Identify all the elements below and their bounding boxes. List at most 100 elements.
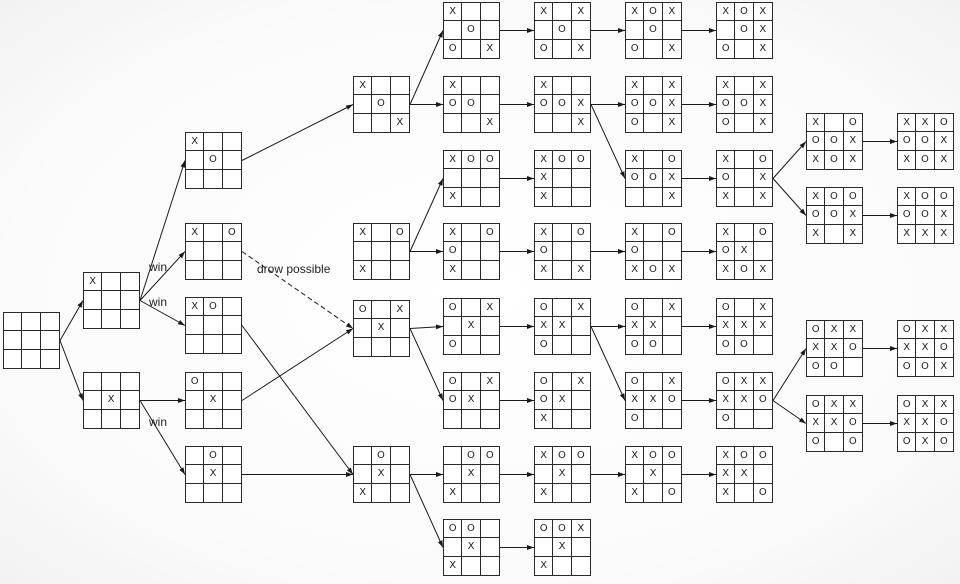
board-cell: X xyxy=(480,373,499,392)
board-cell: O xyxy=(372,95,391,114)
board-cell xyxy=(735,77,754,96)
board-cell xyxy=(444,169,463,188)
board-cell xyxy=(40,313,59,332)
board-cell: X xyxy=(372,319,391,338)
board-cell: X xyxy=(662,299,681,318)
board-cell xyxy=(572,188,590,206)
board-cell xyxy=(644,242,663,261)
board-cell: X xyxy=(626,447,645,466)
board-cell: X xyxy=(916,114,935,133)
board-cell: O xyxy=(444,95,463,114)
board-cell: O xyxy=(553,520,572,539)
board-cell: X xyxy=(807,188,826,207)
board-cell xyxy=(223,261,241,279)
board-cell xyxy=(222,391,241,410)
board-cell xyxy=(663,410,681,428)
board-cell xyxy=(222,151,241,170)
board-cell: X xyxy=(825,339,844,358)
edge-c3-to-d4 xyxy=(241,325,354,475)
board-cell xyxy=(372,301,391,320)
board-cell xyxy=(644,77,663,96)
board-cell xyxy=(186,409,205,428)
board-cell xyxy=(120,391,139,410)
board-cell xyxy=(102,309,121,328)
board-cell xyxy=(372,224,391,243)
board-cell xyxy=(662,465,681,484)
board-cell: X xyxy=(807,414,826,433)
board-cell xyxy=(372,337,391,356)
board-cell: O xyxy=(662,447,681,466)
board-cell xyxy=(735,483,754,502)
edge-b_root-to-b_center xyxy=(59,340,84,401)
board-cell: X xyxy=(898,150,917,169)
board-cell: X xyxy=(577,42,585,54)
board-cell: X xyxy=(807,339,826,358)
board-cell: O xyxy=(807,206,826,225)
board-cell xyxy=(553,299,572,318)
board-cell xyxy=(390,465,409,484)
board-cell: O xyxy=(717,409,736,428)
board-cell: O xyxy=(462,520,481,539)
board-cell xyxy=(481,188,499,206)
board-cell xyxy=(480,538,499,557)
board-cell: O xyxy=(571,447,590,466)
board-cell: X xyxy=(626,224,645,243)
board-cell: O xyxy=(735,335,754,354)
board-cell xyxy=(480,465,499,484)
board-cell xyxy=(462,335,481,354)
board-cell xyxy=(553,373,572,392)
board-cell xyxy=(372,77,391,96)
board-cell: X xyxy=(717,224,736,243)
board-cell: X xyxy=(626,151,645,170)
board-cell xyxy=(186,260,205,279)
board-cell: X xyxy=(626,77,645,96)
board-cell xyxy=(222,298,241,317)
board-cell: O xyxy=(843,114,862,133)
board-cell: O xyxy=(644,169,663,188)
board-cell: O xyxy=(717,39,736,58)
board-cell: O xyxy=(753,224,772,243)
board-cell: X xyxy=(444,483,463,502)
board-cell xyxy=(84,373,103,392)
board-cell: X xyxy=(825,396,844,415)
board-b_corner: X xyxy=(83,272,140,329)
board-cell: O xyxy=(644,95,663,114)
board-cell: X xyxy=(462,538,481,557)
board-cell: X xyxy=(934,321,953,340)
board-cell: X xyxy=(735,391,754,410)
edge-h6-to-i3 xyxy=(772,348,807,401)
board-cell: O xyxy=(934,114,953,133)
board-cell: O xyxy=(807,396,826,415)
board-cell xyxy=(391,261,409,279)
board-cell: O xyxy=(444,391,463,410)
board-cell: X xyxy=(204,465,223,484)
board-cell xyxy=(186,447,205,466)
board-cell xyxy=(354,242,373,261)
board-cell xyxy=(753,465,772,484)
board-cell xyxy=(644,39,663,58)
board-cell xyxy=(186,391,205,410)
board-cell: O xyxy=(825,150,844,169)
board-cell xyxy=(571,465,590,484)
board-cell xyxy=(480,21,499,40)
board-cell xyxy=(662,21,681,40)
board-cell: X xyxy=(843,132,862,151)
board-cell: O xyxy=(916,357,935,376)
board-cell: X xyxy=(462,317,481,336)
board-cell: O xyxy=(626,95,645,114)
board-cell xyxy=(571,391,590,410)
board-cell: X xyxy=(825,321,844,340)
board-cell: X xyxy=(626,260,645,279)
board-cell xyxy=(222,133,241,152)
board-cell: X xyxy=(717,465,736,484)
board-cell: X xyxy=(668,190,676,202)
